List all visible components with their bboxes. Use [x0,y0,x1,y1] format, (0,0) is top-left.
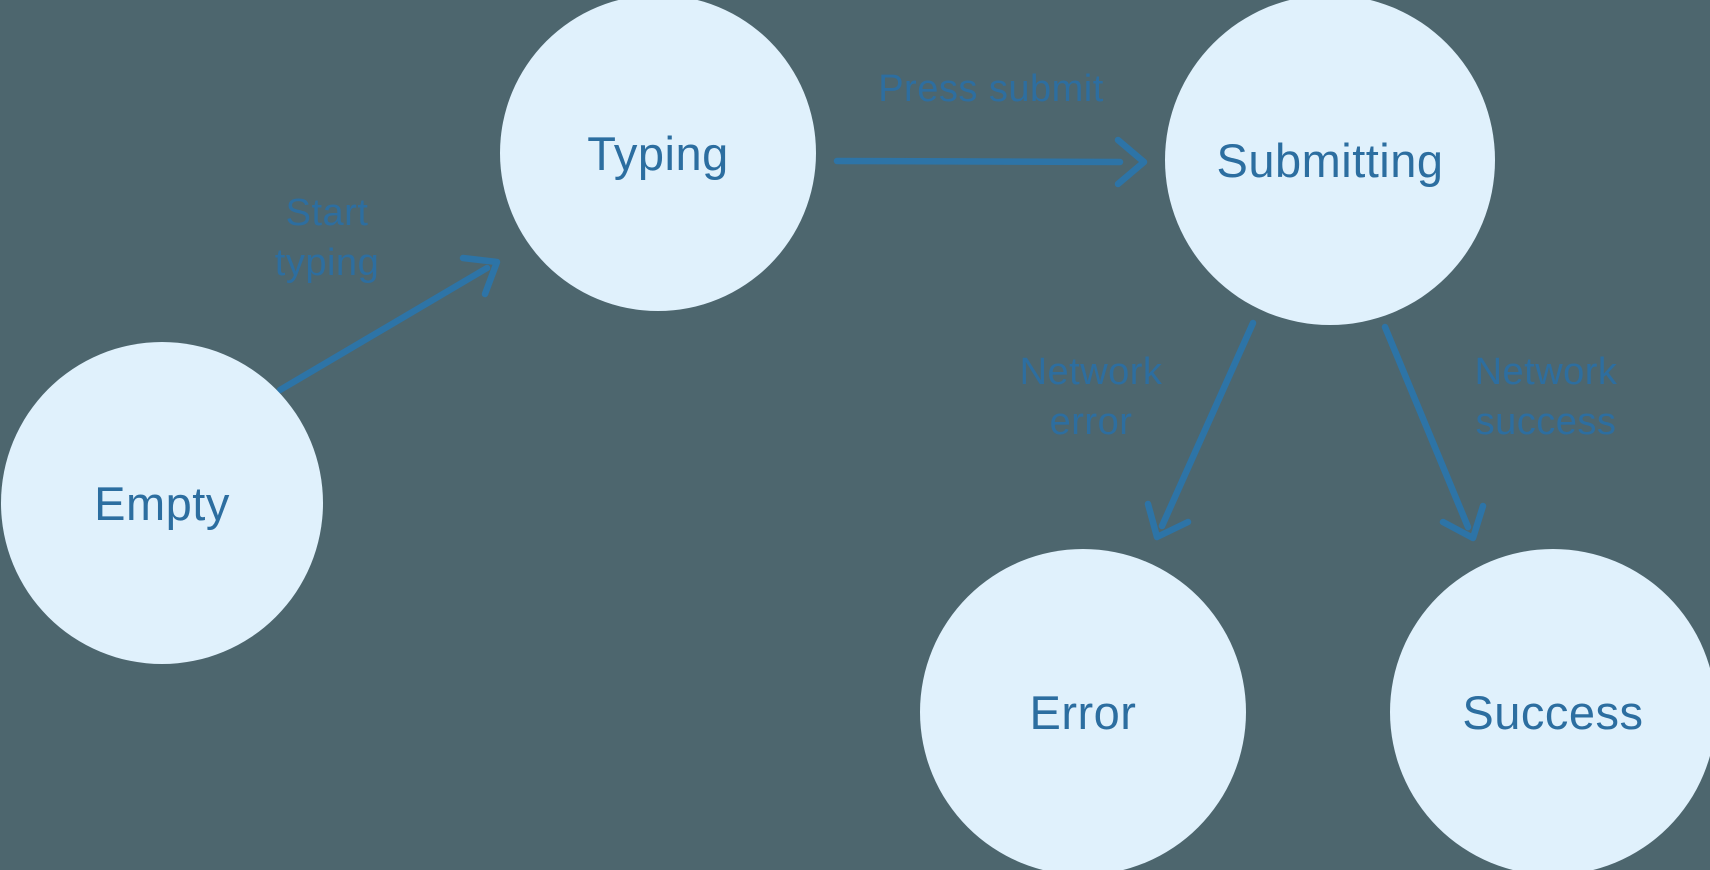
arrow-typing-to-submitting-head [1114,136,1148,188]
edge-label-press-submit: Press submit [878,64,1104,114]
edge-label-network-success: Network success [1475,347,1618,447]
edge-label-line: success [1475,401,1617,443]
state-label-typing: Typing [587,126,729,180]
state-label-submitting: Submitting [1216,133,1444,187]
arrow-submitting-to-success-shaft [1381,323,1472,531]
arrow-empty-to-typing-head [459,254,501,298]
edge-label-line: typing [274,242,380,284]
edge-label-start-typing: Start typing [275,188,379,288]
state-node-success: Success [1390,549,1710,870]
edge-label-line: error [1049,401,1133,443]
arrow-submitting-to-success-head [1439,502,1487,542]
arrow-submitting-to-error-shaft [1158,319,1257,530]
state-label-error: Error [1029,685,1137,739]
state-node-error: Error [920,549,1246,870]
state-node-typing: Typing [500,0,816,311]
state-node-submitting: Submitting [1165,0,1495,325]
arrow-empty-to-typing-shaft [276,264,491,394]
edge-label-line: Press submit [878,68,1104,110]
state-label-empty: Empty [94,476,230,530]
arrow-typing-to-submitting-shaft [833,157,1124,166]
edge-label-line: Network [1474,351,1618,393]
state-label-success: Success [1462,685,1644,739]
edge-label-line: Start [285,192,369,234]
arrow-submitting-to-error-head [1144,500,1192,541]
state-node-empty: Empty [1,342,323,664]
edge-label-network-error: Network error [1020,347,1163,447]
edge-label-line: Network [1019,351,1163,393]
